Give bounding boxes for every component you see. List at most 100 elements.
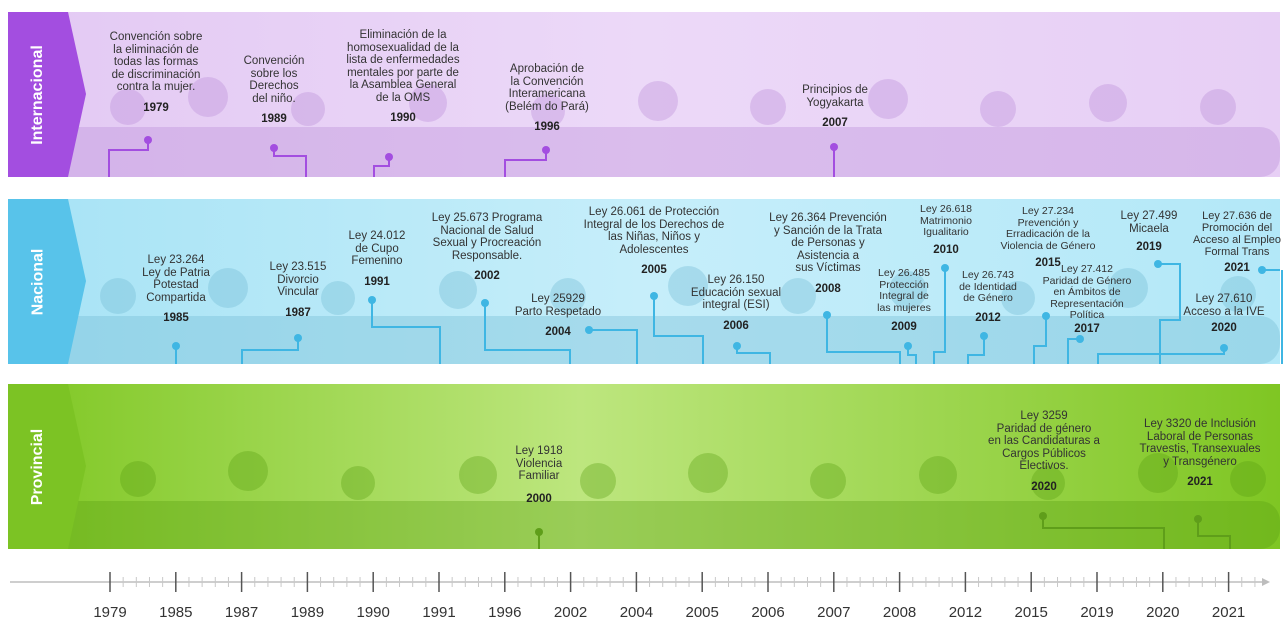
event-description: Ley 3259 Paridad de género en las Candid… <box>988 410 1100 472</box>
event-year: 1987 <box>285 306 311 319</box>
event-year: 2019 <box>1136 241 1162 253</box>
event-year: 2002 <box>474 270 500 282</box>
event-year: 2017 <box>1074 322 1100 335</box>
event-year: 2000 <box>526 492 552 505</box>
crowd-silhouette-decoration <box>8 266 1280 364</box>
axis-year-label: 1987 <box>224 604 259 621</box>
event-description: Ley 26.364 Prevención y Sanción de la Tr… <box>769 212 887 274</box>
event-nacional-2021: Ley 27.636 de Promoción del Acceso al Em… <box>1190 210 1284 274</box>
axis-year-label: 2002 <box>553 604 588 621</box>
axis-year-label: 2008 <box>882 604 917 621</box>
nacional-band <box>8 199 1280 364</box>
event-year: 2009 <box>891 321 917 333</box>
event-nacional-2004: Ley 25929 Parto Respetado 2004 <box>500 293 616 339</box>
event-description: Ley 26.618 Matrimonio Igualitario <box>920 203 972 238</box>
row-label-nacional: Nacional <box>29 248 46 315</box>
event-description: Ley 27.412 Paridad de Género en Ámbitos … <box>1042 263 1132 321</box>
event-nacional-2010: Ley 26.618 Matrimonio Igualitario 2010 <box>910 203 982 256</box>
tab-arrow-shape <box>8 199 86 364</box>
event-year: 2012 <box>975 311 1001 324</box>
event-description: Convención sobre los Derechos del niño. <box>243 55 305 105</box>
event-provincial-2020: Ley 3259 Paridad de género en las Candid… <box>972 410 1116 493</box>
event-description: Ley 27.234 Prevención y Erradicación de … <box>1000 205 1096 252</box>
event-year: 1991 <box>364 275 390 288</box>
event-description: Ley 26.150 Educación sexual integral (ES… <box>690 274 782 311</box>
event-year: 2021 <box>1224 262 1250 274</box>
axis-year-label: 1990 <box>356 604 390 621</box>
event-year: 2020 <box>1031 480 1057 493</box>
axis-year-label: 1985 <box>159 604 193 621</box>
row-tab-nacional: Nacional <box>8 199 86 364</box>
axis-year-label: 1996 <box>488 604 522 621</box>
event-description: Principios de Yogyakarta <box>802 84 868 109</box>
event-nacional-2008: Ley 26.364 Prevención y Sanción de la Tr… <box>758 212 898 295</box>
event-nacional-2020: Ley 27.610 Acceso a la IVE 2020 <box>1178 293 1270 335</box>
event-description: Ley 27.610 Acceso a la IVE <box>1183 293 1265 318</box>
axis-year-label: 2015 <box>1014 604 1048 621</box>
internacional-band <box>8 12 1280 177</box>
event-year: 2008 <box>815 282 841 295</box>
row-tab-internacional: Internacional <box>8 12 86 177</box>
event-description: Ley 23.264 Ley de Patria Potestad Compar… <box>142 254 210 304</box>
event-year: 1989 <box>261 113 287 125</box>
event-internacional-1989: Convención sobre los Derechos del niño. … <box>236 55 312 126</box>
tab-arrow-shape <box>8 12 86 177</box>
event-description: Ley 3320 de Inclusión Laboral de Persona… <box>1139 418 1261 468</box>
event-nacional-1985: Ley 23.264 Ley de Patria Potestad Compar… <box>132 254 220 325</box>
event-description: Ley 1918 Violencia Familiar <box>515 445 563 482</box>
event-description: Ley 27.636 de Promoción del Acceso al Em… <box>1192 210 1282 258</box>
event-internacional-1996: Aprobación de la Convención Interamerica… <box>492 63 602 134</box>
event-nacional-2005: Ley 26.061 de Protección Integral de los… <box>576 206 732 277</box>
event-year: 2020 <box>1211 322 1237 334</box>
crowd-silhouette-decoration <box>8 77 1280 177</box>
event-nacional-2015: Ley 27.234 Prevención y Erradicación de … <box>990 205 1106 270</box>
event-provincial-2000: Ley 1918 Violencia Familiar 2000 <box>496 445 582 505</box>
row-label-internacional: Internacional <box>29 44 47 145</box>
axis-year-label: 2007 <box>817 604 851 621</box>
axis-year-label: 1979 <box>93 604 127 621</box>
event-year: 2004 <box>545 326 571 338</box>
provincial-band <box>8 384 1280 549</box>
event-provincial-2021: Ley 3320 de Inclusión Laboral de Persona… <box>1128 418 1272 489</box>
event-year: 2007 <box>822 117 848 129</box>
crowd-silhouette-decoration <box>8 451 1280 549</box>
event-nacional-2002: Ley 25.673 Programa Nacional de Salud Se… <box>422 212 552 283</box>
row-label-provincial: Provincial <box>29 428 47 505</box>
axis-year-label: 1991 <box>422 604 456 621</box>
event-year: 2015 <box>1035 257 1061 269</box>
event-description: Ley 25.673 Programa Nacional de Salud Se… <box>431 212 543 262</box>
axis-arrow-icon <box>1262 578 1270 586</box>
axis-year-label: 2012 <box>948 604 983 621</box>
axis-year-label: 2004 <box>619 604 654 621</box>
event-internacional-1990: Eliminación de la homosexualidad de la l… <box>330 29 476 125</box>
event-year: 2021 <box>1187 476 1213 488</box>
timeline-axis <box>10 572 1270 592</box>
event-year: 1990 <box>390 112 416 124</box>
event-description: Ley 23.515 Divorcio Vincular <box>269 261 327 298</box>
event-year: 2010 <box>933 243 959 256</box>
event-nacional-2017: Ley 27.412 Paridad de Género en Ámbitos … <box>1034 263 1140 335</box>
event-internacional-1979: Convención sobre la eliminación de todas… <box>96 31 216 114</box>
event-description: Ley 26.061 de Protección Integral de los… <box>583 206 725 256</box>
event-description: Ley 26.743 de Identidad de Género <box>959 269 1017 304</box>
axis-year-label: 2021 <box>1211 604 1246 621</box>
axis-year-label: 2019 <box>1080 604 1114 621</box>
event-year: 2005 <box>641 264 667 276</box>
event-nacional-2009: Ley 26.485 Protección Integral de las mu… <box>868 267 940 334</box>
event-nacional-2006: Ley 26.150 Educación sexual integral (ES… <box>678 274 794 332</box>
event-year: 1985 <box>163 312 189 324</box>
axis-year-label: 2005 <box>685 604 719 621</box>
event-nacional-1991: Ley 24.012 de Cupo Femenino 1991 <box>338 230 416 288</box>
event-description: Ley 27.499 Micaela <box>1120 210 1178 235</box>
event-nacional-1987: Ley 23.515 Divorcio Vincular 1987 <box>258 261 338 319</box>
event-internacional-2007: Principios de Yogyakarta 2007 <box>784 84 886 130</box>
event-description: Aprobación de la Convención Interamerica… <box>505 63 589 113</box>
event-year: 1996 <box>534 121 560 133</box>
event-nacional-2019: Ley 27.499 Micaela 2019 <box>1112 210 1186 254</box>
event-description: Ley 25929 Parto Respetado <box>514 293 602 318</box>
event-description: Ley 26.485 Protección Integral de las mu… <box>877 267 931 314</box>
event-description: Ley 24.012 de Cupo Femenino <box>348 230 406 267</box>
axis-year-label: 2020 <box>1146 604 1180 621</box>
row-tab-provincial: Provincial <box>8 384 86 549</box>
tab-arrow-shape <box>8 384 86 549</box>
